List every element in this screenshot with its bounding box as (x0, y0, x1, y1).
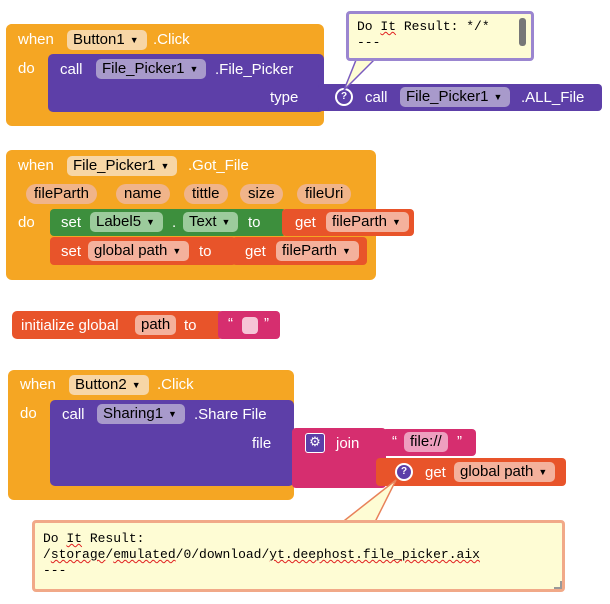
event-block-left (6, 24, 48, 124)
chevron-down-icon: ▼ (392, 217, 401, 227)
to-keyword: to (248, 214, 261, 231)
bubble-scrollbar[interactable] (519, 18, 526, 46)
param-tittle[interactable]: tittle (184, 184, 228, 204)
do-it-result-bubble-1: Do It Result: */* --- (346, 11, 534, 61)
chevron-down-icon: ▼ (538, 467, 548, 477)
get-keyword: get (295, 214, 316, 231)
sharing-dropdown[interactable]: Sharing1▼ (97, 404, 185, 424)
init-block-body[interactable] (12, 311, 224, 339)
label-dropdown[interactable]: Label5▼ (90, 212, 163, 232)
join-keyword: join (336, 435, 360, 452)
param-fileuri[interactable]: fileUri (297, 184, 352, 204)
method-name: .File_Picker (215, 61, 294, 78)
chevron-down-icon: ▼ (172, 246, 182, 256)
quote-close: ” (457, 433, 462, 450)
param-fileparth[interactable]: fileParth (26, 184, 98, 204)
when-keyword: when (18, 31, 54, 48)
do-it-result-bubble-2: Do It Result: /storage/emulated/0/downlo… (32, 520, 565, 592)
gear-icon[interactable]: ⚙ (305, 433, 325, 453)
chevron-down-icon: ▼ (146, 217, 155, 227)
when-keyword: when (20, 376, 56, 393)
string-value-field[interactable]: file:// (404, 432, 448, 452)
get-variable-dropdown[interactable]: fileParth▼ (326, 212, 409, 232)
set-property-block[interactable] (50, 209, 286, 236)
call-keyword: call (62, 406, 85, 423)
constant-name: .ALL_File (521, 89, 585, 106)
quote-close: ” (264, 315, 269, 332)
do-keyword: do (18, 60, 35, 77)
chevron-down-icon: ▼ (189, 64, 199, 74)
event-name: .Click (153, 31, 190, 48)
chevron-down-icon: ▼ (160, 161, 170, 171)
when-keyword: when (18, 157, 54, 174)
get-variable-dropdown-2[interactable]: fileParth▼ (276, 241, 359, 261)
file-socket-label: file (252, 435, 272, 452)
component-dropdown[interactable]: Button1▼ (67, 30, 147, 50)
call-keyword: call (60, 61, 83, 78)
resize-handle[interactable] (554, 581, 562, 589)
param-size[interactable]: size (240, 184, 283, 204)
type-socket-label: type (270, 89, 299, 106)
component-dropdown[interactable]: Button2▼ (69, 375, 149, 395)
get-keyword: get (245, 243, 266, 260)
event-name: .Got_File (188, 157, 249, 174)
global-variable-dropdown[interactable]: global path▼ (88, 241, 190, 261)
component-dropdown[interactable]: File_Picker1▼ (67, 156, 178, 176)
method-name: .Share File (194, 406, 267, 423)
variable-name-field[interactable]: path (135, 315, 177, 335)
chevron-down-icon: ▼ (221, 217, 231, 227)
do-keyword: do (20, 405, 37, 422)
chevron-down-icon: ▼ (131, 380, 141, 390)
property-dropdown[interactable]: Text▼ (183, 212, 239, 232)
get-keyword: get (425, 464, 446, 481)
call-keyword: call (365, 89, 388, 106)
global-variable-dropdown[interactable]: global path▼ (454, 462, 556, 482)
question-icon[interactable]: ? (335, 88, 353, 106)
set-keyword: set (61, 214, 82, 231)
to-keyword: to (199, 243, 212, 260)
to-keyword: to (184, 317, 197, 334)
param-name[interactable]: name (116, 184, 170, 204)
dot-separator: . (172, 214, 177, 231)
do-keyword: do (18, 214, 35, 231)
chevron-down-icon: ▼ (342, 246, 351, 256)
set-keyword: set (61, 243, 82, 260)
event-name: .Click (157, 376, 194, 393)
init-label: initialize global (21, 317, 119, 334)
empty-string-field[interactable] (242, 317, 258, 334)
picker-dropdown[interactable]: File_Picker1▼ (96, 59, 207, 79)
chevron-down-icon: ▼ (493, 92, 503, 102)
question-icon[interactable]: ? (395, 463, 413, 481)
chevron-down-icon: ▼ (129, 35, 139, 45)
chevron-down-icon: ▼ (168, 409, 177, 419)
quote-open: “ (392, 433, 397, 450)
picker-dropdown-2[interactable]: File_Picker1▼ (400, 87, 511, 107)
quote-open: “ (228, 315, 233, 332)
